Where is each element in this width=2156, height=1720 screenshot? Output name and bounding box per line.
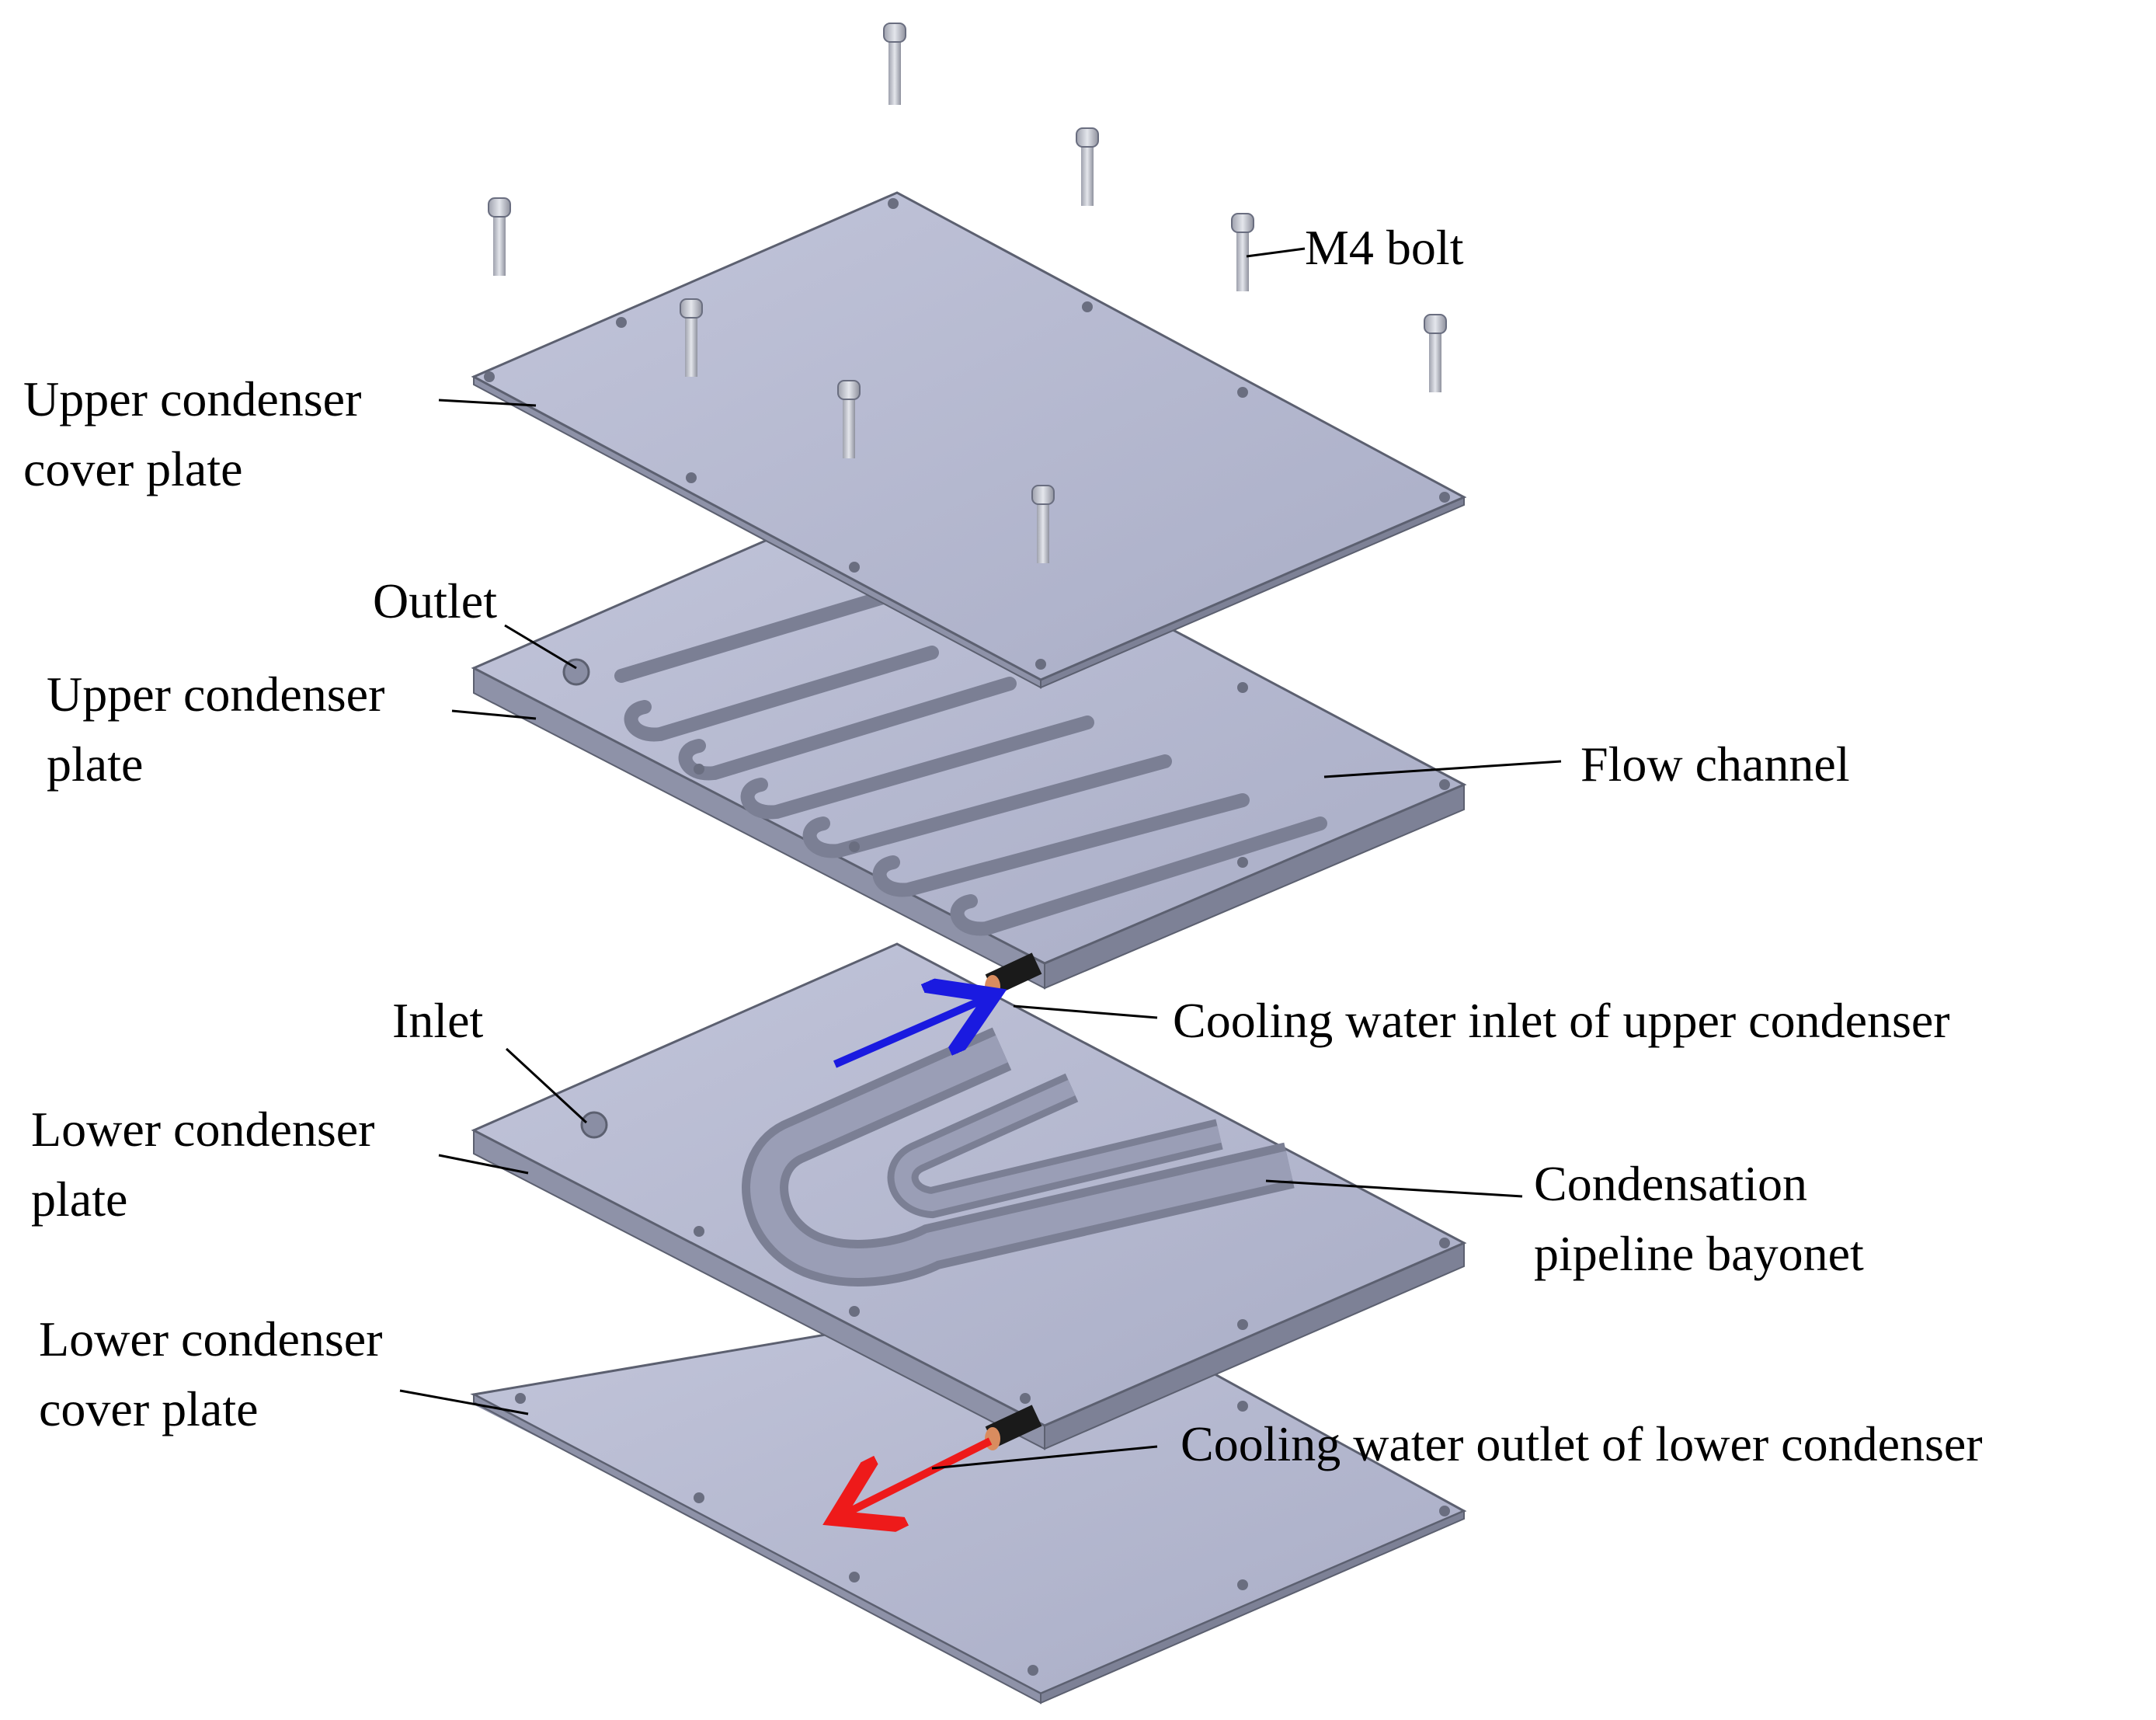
upper-cover-plate [471,191,1467,689]
label-lower-cover-1: Lower condenser [39,1311,382,1367]
label-upper-cover-1: Upper condenser [23,371,361,427]
bolt [488,197,511,276]
label-cooling-inlet: Cooling water inlet of upper condenser [1173,993,1950,1048]
label-upper-plate-1: Upper condenser [47,667,384,722]
bolt [883,23,906,105]
inlet-flow-arrow [833,998,986,1068]
leader-lines [399,247,1562,1470]
label-inlet: Inlet [392,993,484,1048]
label-flow-channel: Flow channel [1580,736,1850,792]
label-lower-plate-2: plate [31,1172,127,1227]
bolt [1031,485,1055,563]
label-outlet: Outlet [373,573,497,628]
label-lower-cover-2: cover plate [39,1381,259,1436]
upper-condenser-plate [471,482,1467,998]
bolt [1231,213,1254,291]
label-condensation-2: pipeline bayonet [1534,1226,1864,1281]
bolt [1076,127,1099,206]
bolt [1424,314,1447,392]
lower-condenser-plate [471,942,1467,1450]
m4-bolts [488,23,1447,563]
label-lower-plate-1: Lower condenser [31,1102,374,1157]
label-cooling-outlet: Cooling water outlet of lower condenser [1181,1416,1983,1471]
label-upper-cover-2: cover plate [23,441,243,496]
label-condensation-1: Condensation [1534,1156,1807,1211]
label-upper-plate-2: plate [47,736,143,792]
lower-cover-plate [470,1292,1467,1704]
bolt [837,380,861,458]
bolt [680,298,703,377]
label-m4-bolt: M4 bolt [1305,220,1464,275]
outlet-flow-arrow [843,1437,993,1515]
